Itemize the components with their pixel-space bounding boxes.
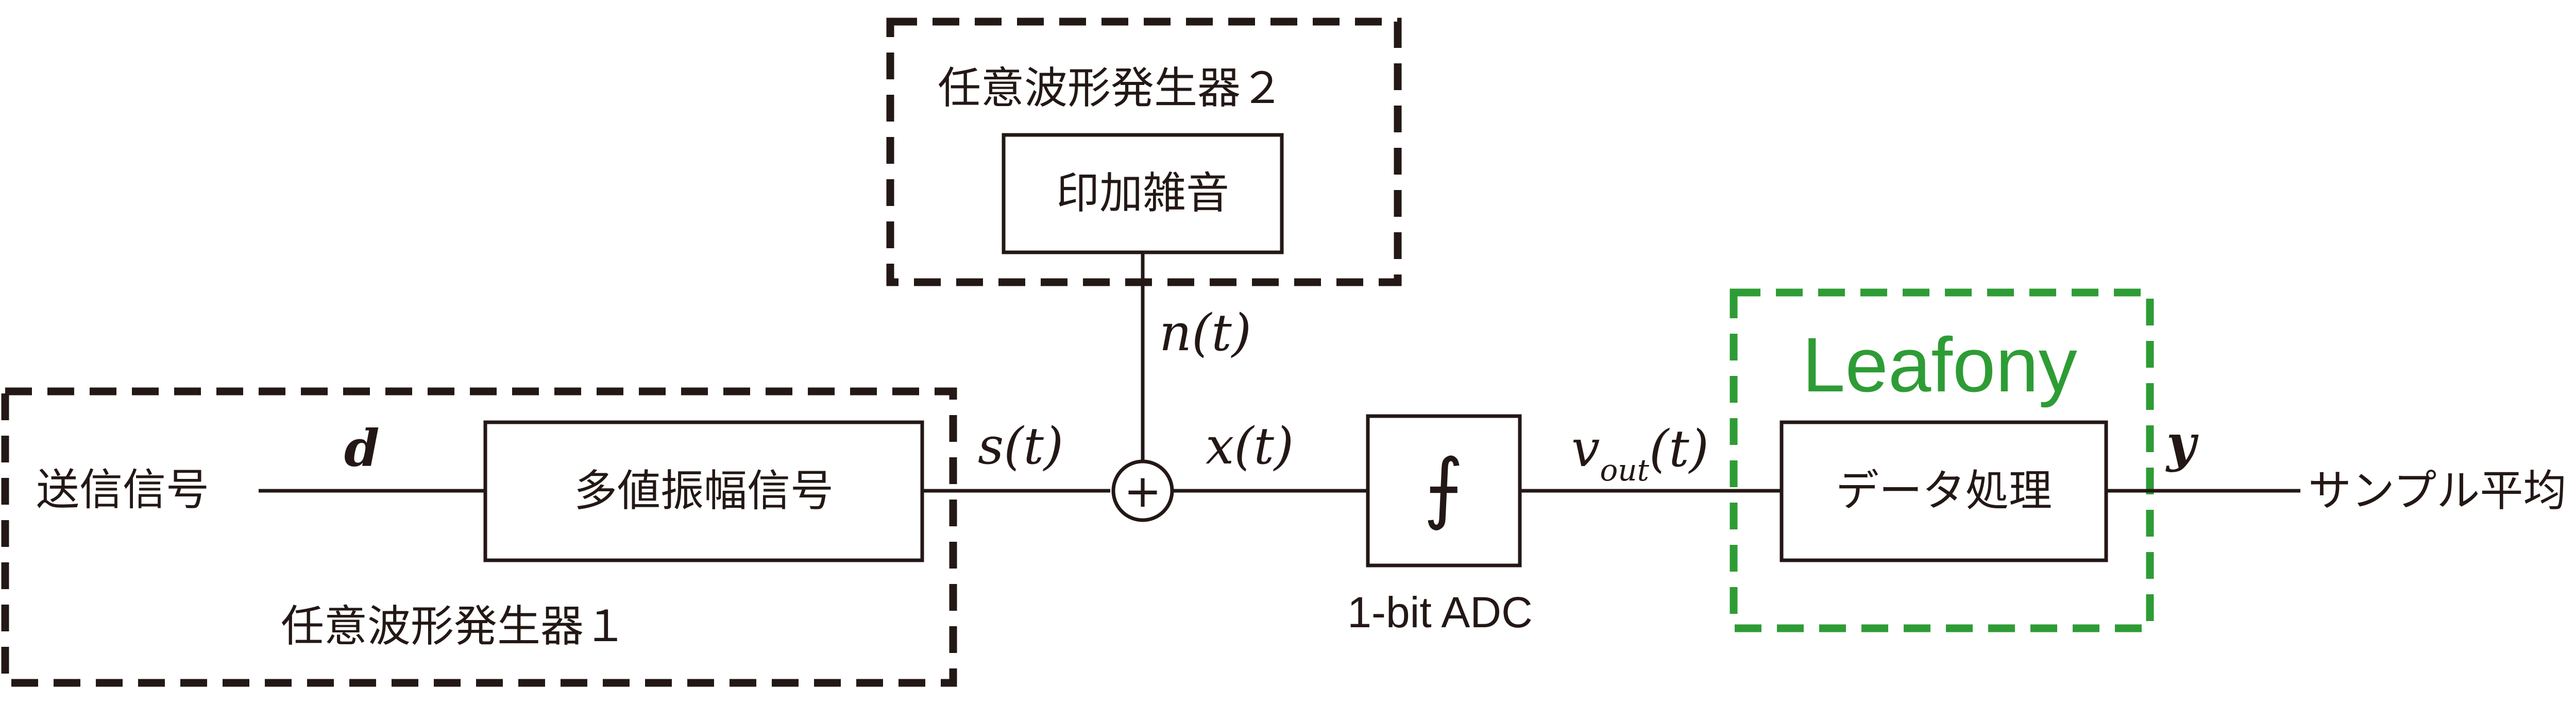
vout-main: v (1571, 420, 1600, 478)
s-signal-label: s(t) (978, 417, 1063, 476)
sample-average-label: サンプル平均 (2308, 466, 2566, 516)
adc-symbol: ⨍ (1423, 443, 1464, 532)
leafony-group (1730, 288, 2154, 632)
awg1-label: 任意波形発生器１ (281, 601, 627, 651)
n-signal-label: n(t) (1159, 304, 1251, 363)
adc-label: 1-bit ADC (1347, 588, 1532, 637)
d-signal-label: d (344, 419, 380, 478)
x-signal-label: x(t) (1206, 417, 1294, 476)
vout-arg: (t) (1649, 420, 1709, 478)
added-noise-label: 印加雑音 (1056, 168, 1229, 218)
data-processing-label: データ処理 (1836, 466, 2052, 516)
transmit-signal-label: 送信信号 (36, 465, 209, 515)
y-signal-label: y (2165, 414, 2199, 473)
awg1-group (1, 387, 957, 687)
vout-signal-label: vout(t) (1571, 420, 1709, 488)
multilevel-signal-label: 多値振幅信号 (574, 466, 834, 516)
vout-subscript: out (1600, 453, 1649, 488)
data-processing-block (1780, 420, 2108, 562)
awg2-label: 任意波形発生器２ (938, 63, 1284, 113)
leafony-label: Leafony (1802, 321, 2077, 408)
summing-plus-symbol: + (1124, 465, 1162, 518)
